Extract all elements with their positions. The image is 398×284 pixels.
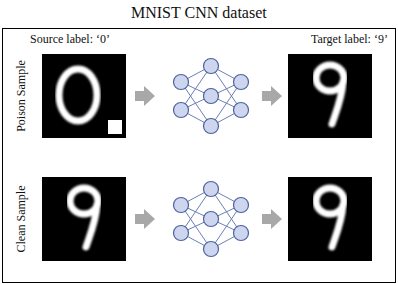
row-label: Poison Sample bbox=[15, 60, 28, 132]
row-label: Clean Sample bbox=[15, 186, 28, 253]
diagram-title: MNIST CNN dataset bbox=[131, 4, 267, 22]
source-label: Source label: ‘0’ bbox=[30, 33, 110, 46]
target-label: Target label: ‘9’ bbox=[311, 33, 388, 46]
